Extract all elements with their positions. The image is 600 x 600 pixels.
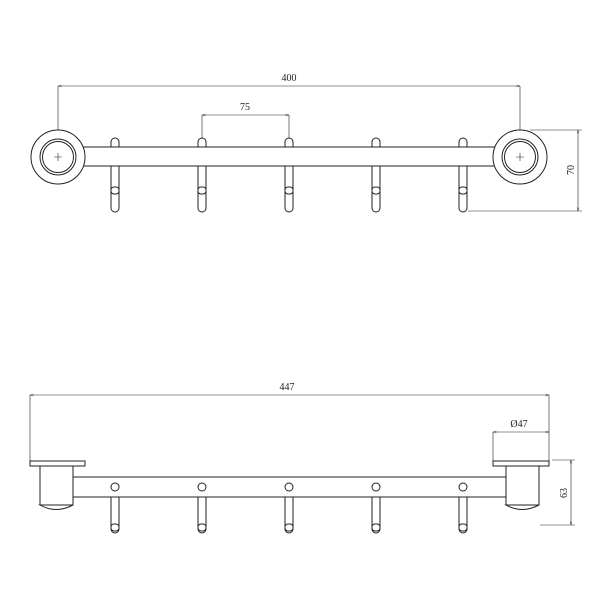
hook-top-5: [458, 137, 468, 213]
rail-bar: [69, 146, 509, 167]
dimension-label-400: 400: [282, 73, 297, 84]
dimension-63: 63: [540, 459, 575, 526]
right-mount: [492, 129, 548, 185]
hook-hole-5: [458, 482, 468, 492]
hook-top-4: [371, 137, 381, 213]
dimension-label-447: 447: [280, 382, 295, 393]
hook-top-1: [110, 137, 120, 213]
dimension-447: 447: [29, 382, 550, 461]
hook-hole-4: [371, 482, 381, 492]
hook-side-4: [371, 497, 381, 534]
side-view: 447 Ø47 63: [29, 382, 575, 534]
dimension-label-63: 63: [559, 488, 570, 498]
top-view: 400 75 70: [30, 73, 582, 213]
dimension-label-75: 75: [240, 102, 250, 113]
hook-hole-1: [110, 482, 120, 492]
hook-side-3: [284, 497, 294, 534]
hook-side-5: [458, 497, 468, 534]
hook-top-2: [197, 137, 207, 213]
hook-hole-3: [284, 482, 294, 492]
left-mount-side: [29, 460, 86, 510]
hook-top-3: [284, 137, 294, 213]
hook-side-2: [197, 497, 207, 534]
dimension-label-diameter-47: Ø47: [510, 419, 527, 430]
hook-hole-2: [197, 482, 207, 492]
right-mount-side: [492, 460, 550, 510]
dimension-75: 75: [201, 102, 290, 140]
hook-side-1: [110, 497, 120, 534]
dimension-diameter-47: Ø47: [492, 419, 549, 461]
dimension-label-70: 70: [566, 165, 577, 175]
left-mount: [30, 129, 86, 185]
dimension-70: 70: [468, 129, 582, 212]
